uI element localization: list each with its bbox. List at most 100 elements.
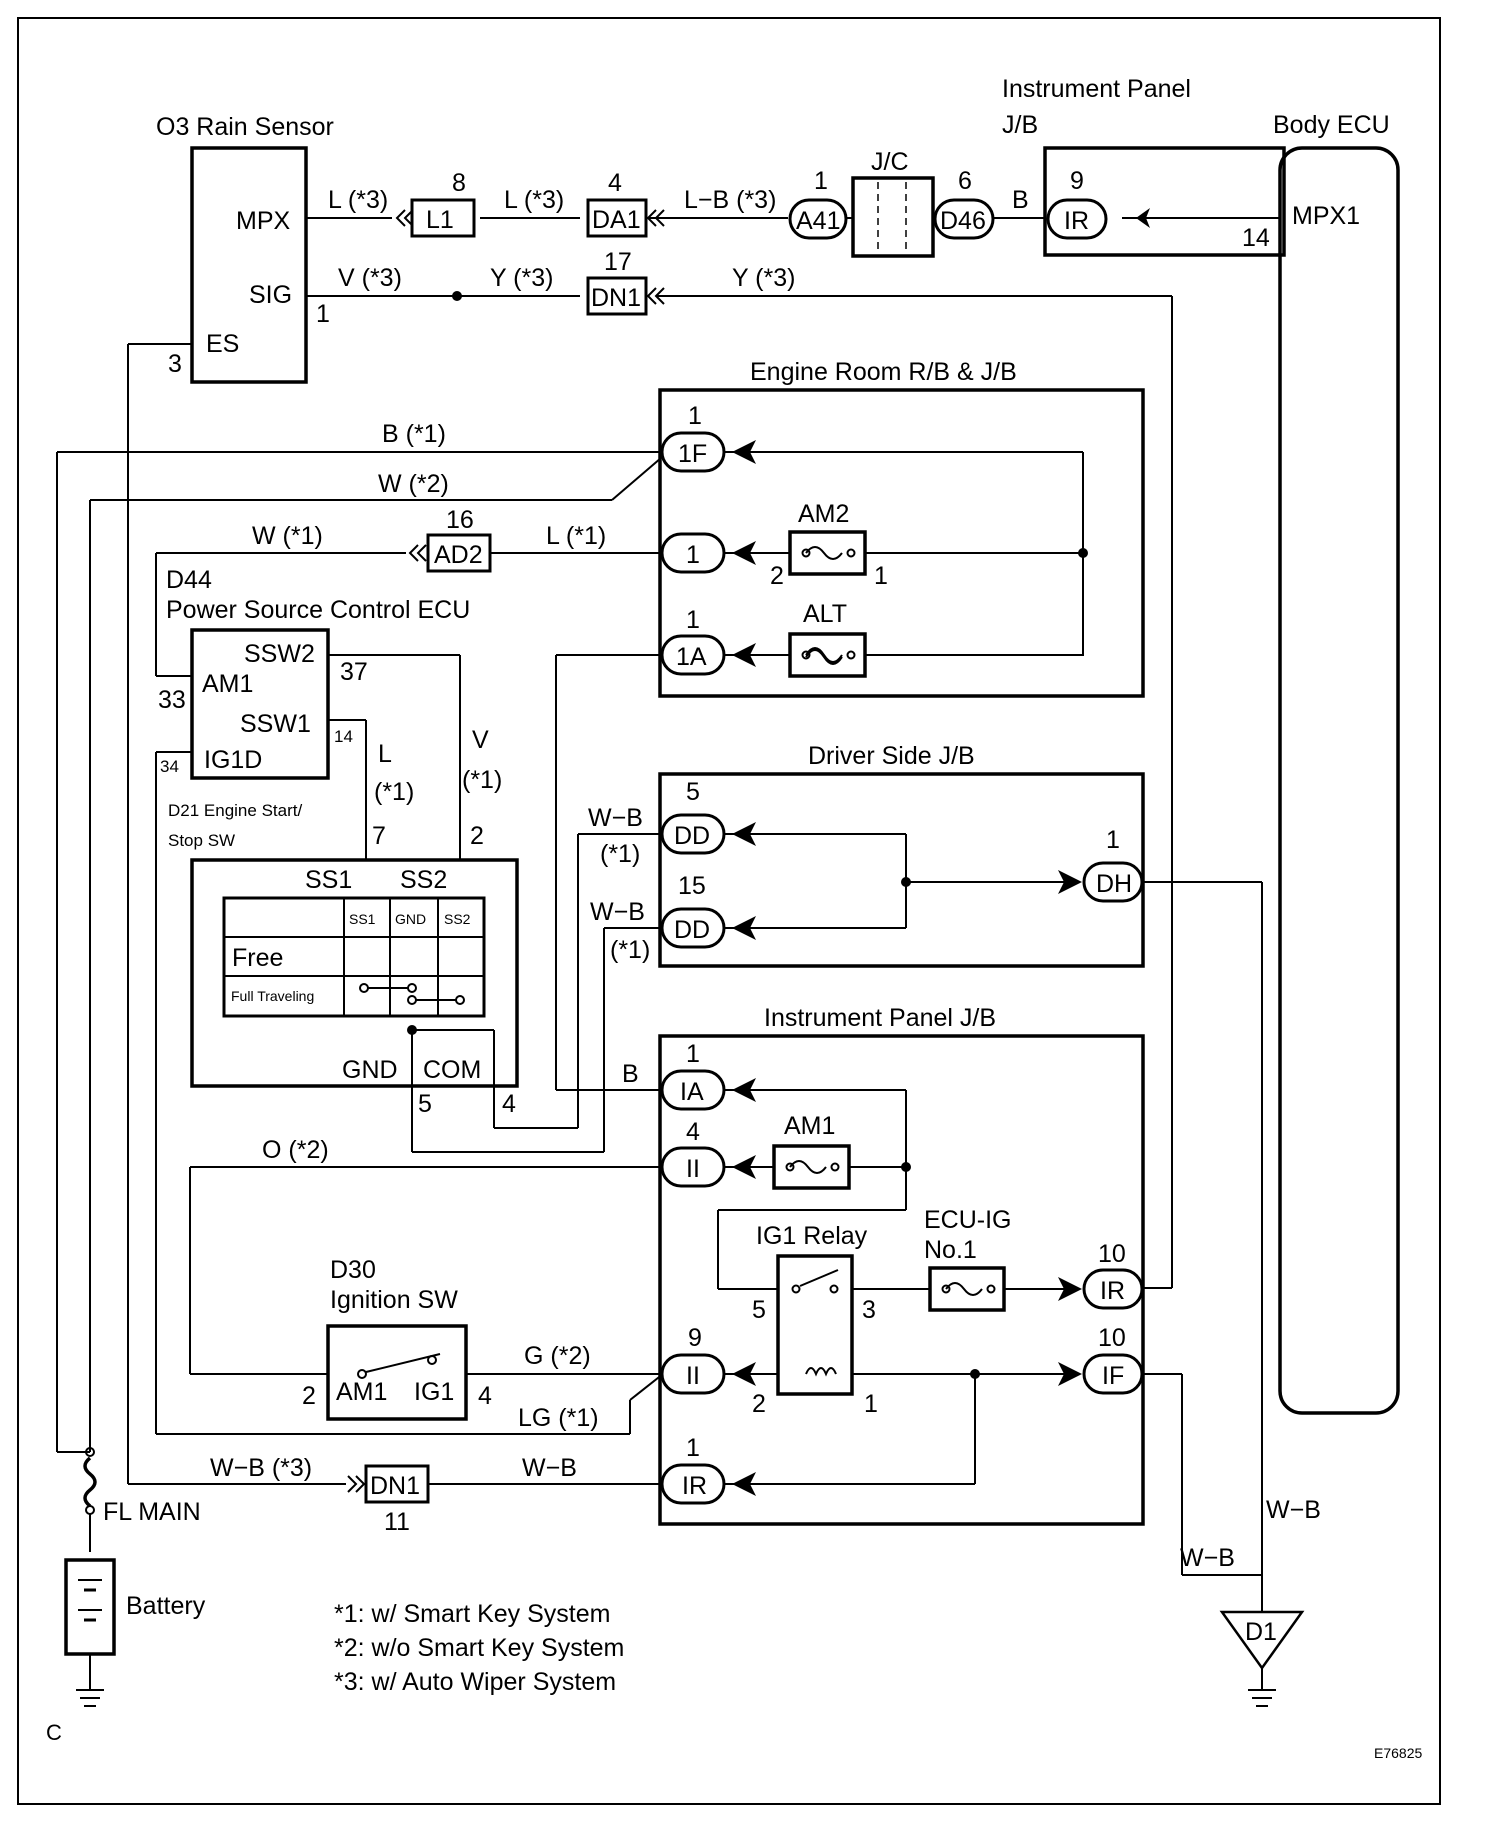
pin-number: 4	[478, 1382, 492, 1410]
d1-ground-connector	[1219, 1610, 1305, 1671]
ecu-ig-label-1: ECU-IG	[924, 1206, 1012, 1234]
ignition-sw-am1-pin: AM1	[336, 1378, 387, 1406]
fl-main-label: FL MAIN	[103, 1498, 201, 1526]
ig1-relay-label: IG1 Relay	[756, 1222, 868, 1250]
ignition-switch-box	[326, 1324, 468, 1421]
connector-a41-label: A41	[796, 207, 840, 235]
diagram-frame	[17, 17, 1441, 1805]
corner-label: C	[46, 1720, 62, 1745]
connector-ia	[660, 1069, 726, 1111]
d44-code: D44	[166, 566, 212, 594]
connector-ir-1	[660, 1463, 726, 1505]
connector-ad2	[426, 533, 492, 573]
pin-number: 6	[958, 167, 972, 195]
footnote-1: *1: w/ Smart Key System	[334, 1600, 610, 1628]
d1-label: D1	[1245, 1618, 1277, 1646]
am1-fuse-label: AM1	[784, 1112, 835, 1140]
connector-da1	[586, 198, 648, 238]
body-ecu-box	[1278, 146, 1400, 1415]
instrument-panel-jb-title: Instrument Panel J/B	[764, 1004, 996, 1032]
d30-name: Ignition SW	[330, 1286, 458, 1314]
wire-label: B	[1012, 186, 1029, 214]
wire-label: W−B	[588, 804, 643, 832]
wire-label: V	[472, 726, 489, 754]
wire-label: W−B	[590, 898, 645, 926]
pin-number: 7	[372, 822, 386, 850]
wire-label: (*1)	[600, 840, 640, 868]
wire-label: L	[378, 740, 392, 768]
pin-number: 4	[502, 1090, 516, 1118]
wire-label: W (*2)	[378, 470, 449, 498]
connector-d46-label: D46	[940, 207, 986, 235]
ecu-am1-pin: AM1	[202, 670, 253, 698]
wire-label: L−B (*3)	[684, 186, 776, 214]
junction-connector-label: J/C	[871, 148, 909, 176]
connector-1a	[660, 634, 726, 676]
pin-number: 8	[452, 169, 466, 197]
pin-number: 17	[604, 248, 632, 276]
wire-label: B (*1)	[382, 420, 446, 448]
rain-sensor-title: O3 Rain Sensor	[156, 113, 334, 141]
pin-number: 10	[1098, 1240, 1126, 1268]
pin-number: 5	[686, 778, 700, 806]
pin-number: 34	[160, 757, 179, 776]
connector-if-10	[1082, 1353, 1144, 1395]
pin-number: 3	[168, 350, 182, 378]
connector-1	[660, 532, 726, 574]
connector-dn1-bottom-label: DN1	[370, 1472, 420, 1500]
pin-number: 1	[316, 300, 330, 328]
wire-label: L (*3)	[328, 186, 388, 214]
junction-connector-box	[851, 176, 935, 258]
table-header-ss2: SS2	[444, 911, 471, 927]
pin-number: 11	[384, 1508, 410, 1536]
connector-d46	[933, 198, 995, 240]
connector-1-label: 1	[686, 541, 700, 569]
wire-label: W−B	[1266, 1496, 1321, 1524]
connector-dn1-top-label: DN1	[591, 284, 641, 312]
ecu-ig-no1-fuse	[928, 1266, 1006, 1312]
wire-label: (*1)	[462, 766, 502, 794]
pin-number: 2	[470, 822, 484, 850]
rain-sensor-mpx-pin: MPX	[236, 207, 291, 235]
wire-label: (*1)	[374, 778, 414, 806]
connector-da1-label: DA1	[592, 206, 641, 234]
pin-number: 2	[752, 1390, 766, 1418]
connector-dn1-bottom	[364, 1464, 430, 1504]
ecu-ig-label-2: No.1	[924, 1236, 977, 1264]
connector-1f	[660, 431, 726, 473]
engine-room-jb-box	[658, 388, 1145, 698]
pin-number: 1	[814, 167, 828, 195]
pin-number: 5	[752, 1296, 766, 1324]
rain-sensor-es-pin: ES	[206, 330, 239, 358]
ecu-ssw2-pin: SSW2	[244, 640, 315, 668]
connector-ir-top-label: IR	[1064, 207, 1089, 235]
rain-sensor-box	[190, 146, 308, 384]
alt-label: ALT	[803, 600, 847, 628]
ecu-ssw1-pin: SSW1	[240, 710, 311, 738]
pin-number: 1	[864, 1390, 878, 1418]
wire-label: Y (*3)	[732, 264, 795, 292]
wire-label: V (*3)	[338, 264, 402, 292]
connector-ad2-label: AD2	[434, 541, 483, 569]
pin-number: 14	[1242, 224, 1270, 252]
footnote-2: *2: w/o Smart Key System	[334, 1634, 624, 1662]
pin-number: 1	[686, 606, 700, 634]
battery-label: Battery	[126, 1592, 206, 1620]
pin-number: 4	[608, 169, 622, 197]
pin-number: 1	[686, 1434, 700, 1462]
pin-number: 16	[446, 506, 474, 534]
pin-number: 1	[686, 1040, 700, 1068]
connector-dh-label: DH	[1096, 870, 1132, 898]
power-source-ecu-box	[190, 628, 330, 780]
connector-ir-1-label: IR	[682, 1472, 707, 1500]
pin-number: 4	[686, 1118, 700, 1146]
battery-symbol	[64, 1558, 116, 1656]
ip-jb-top-box	[1043, 146, 1286, 257]
pin-number: 9	[1070, 167, 1084, 195]
footnote-3: *3: w/ Auto Wiper System	[334, 1668, 616, 1696]
connector-l1	[410, 198, 476, 238]
engine-room-jb-title: Engine Room R/B & J/B	[750, 358, 1017, 386]
am2-label: AM2	[798, 500, 849, 528]
